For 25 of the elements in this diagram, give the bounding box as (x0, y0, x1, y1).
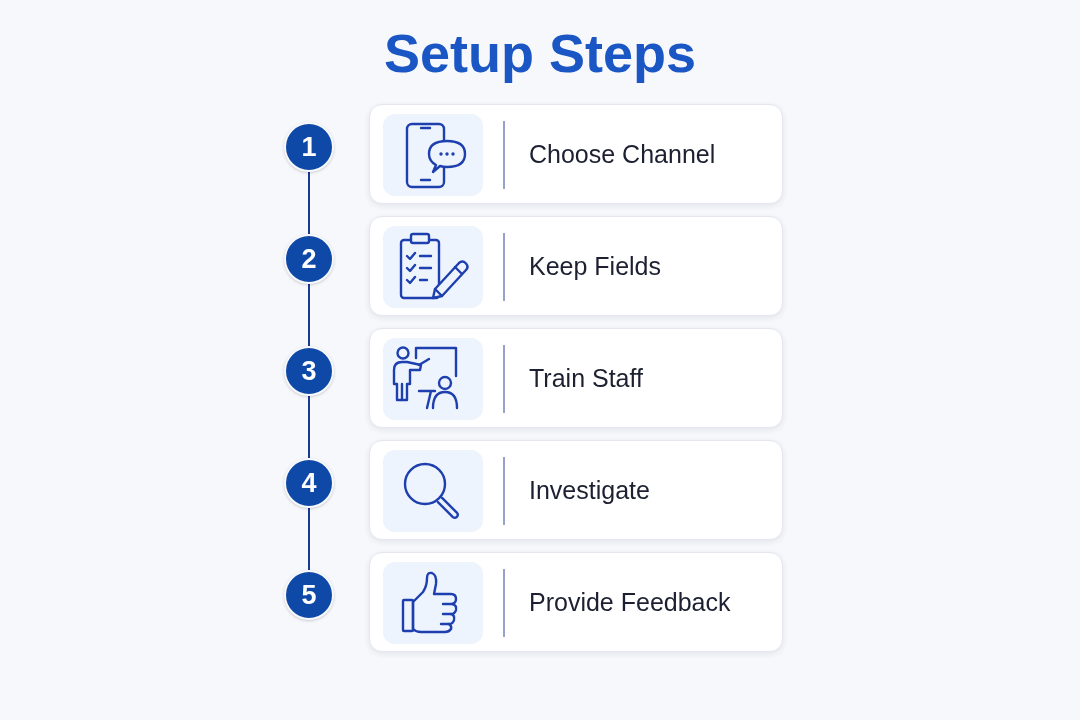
connector-line (308, 171, 310, 235)
step-number: 4 (301, 468, 317, 498)
connector-line (308, 283, 310, 347)
step-label: Keep Fields (529, 251, 662, 281)
connector-line (308, 507, 310, 571)
step-number: 3 (301, 356, 317, 386)
step-card (369, 328, 783, 428)
step-circle (284, 458, 334, 508)
connector-line (308, 395, 310, 459)
step-card (369, 104, 783, 204)
step-card (369, 552, 783, 652)
step-card (369, 216, 783, 316)
step-card (369, 440, 783, 540)
step-label: Choose Channel (529, 139, 716, 169)
step-number: 1 (301, 132, 317, 162)
step-circle (284, 234, 334, 284)
step-number: 2 (301, 244, 317, 274)
step-circle (284, 346, 334, 396)
step-label: Provide Feedback (529, 587, 731, 617)
step-circle (284, 122, 334, 172)
step-circle (284, 570, 334, 620)
step-label: Train Staff (529, 363, 643, 393)
title: Setup Steps (383, 22, 697, 85)
step-label: Investigate (529, 475, 650, 505)
step-number: 5 (301, 580, 317, 610)
